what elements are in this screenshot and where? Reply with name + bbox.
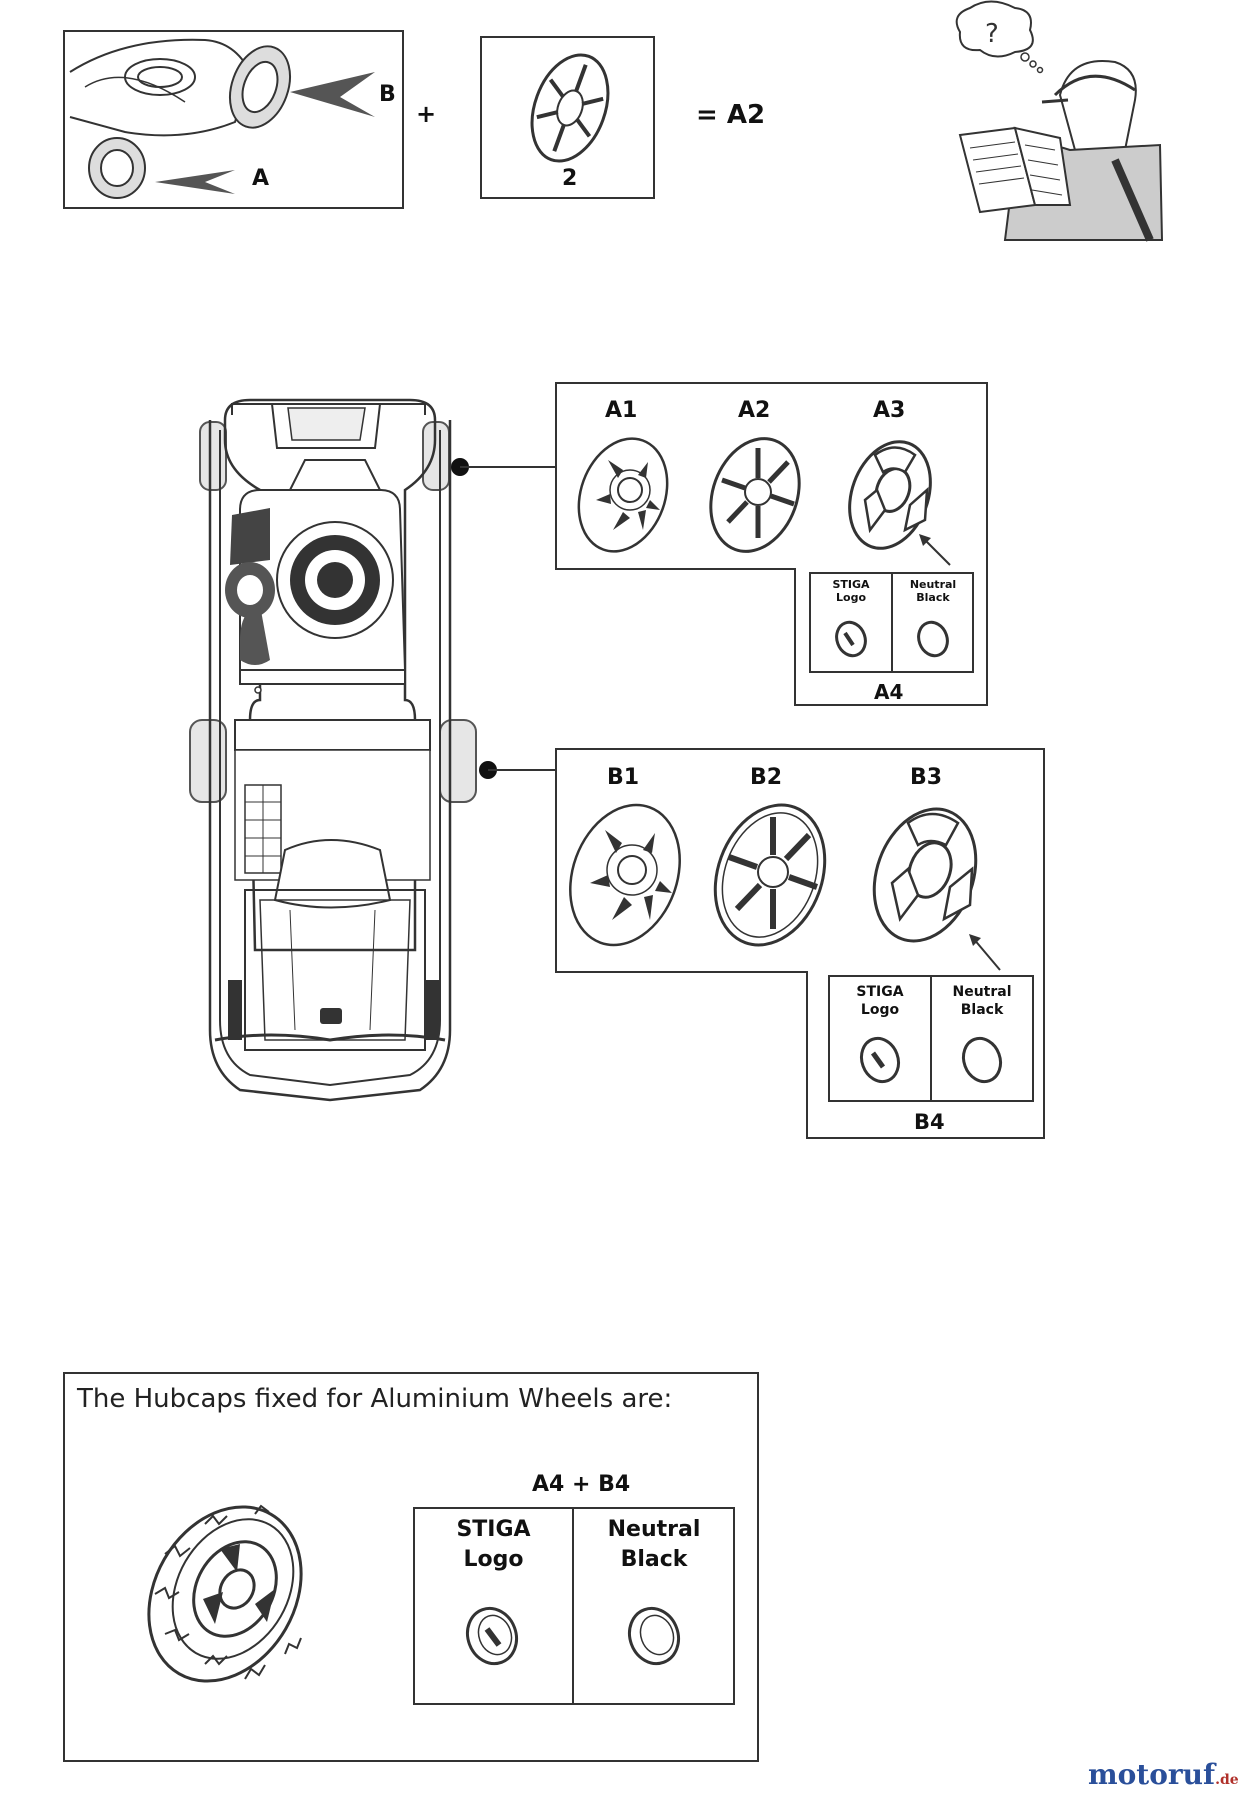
al-option-neutral-line2: Black (620, 1547, 688, 1572)
al-option-stiga-line1: STIGA (456, 1517, 531, 1542)
front-left-wheel (199, 421, 227, 491)
hubcap-part-box: 2 (480, 36, 655, 199)
label-b3: B3 (910, 765, 943, 790)
label-b4: B4 (914, 1110, 945, 1134)
label-a1: A1 (605, 398, 638, 423)
rear-leader-line (479, 761, 556, 779)
al-option-stiga-line2: Logo (463, 1547, 524, 1572)
b4-option-stiga-line1: STIGA (856, 984, 904, 1000)
aluminium-wheel-illustration (147, 1504, 303, 1683)
mower-top-view (189, 398, 477, 1102)
aluminium-box-title: The Hubcaps fixed for Aluminium Wheels a… (77, 1384, 673, 1414)
label-b1: B1 (607, 765, 640, 790)
combo-label: A4 + B4 (532, 1472, 631, 1497)
label-a4: A4 (874, 680, 904, 704)
label-b: B (379, 82, 396, 107)
label-a3: A3 (873, 398, 906, 423)
a4-option-stiga-line1: STIGA (832, 578, 870, 591)
al-neutral-cap-icon (627, 1606, 681, 1666)
rear-group-outline (555, 748, 1045, 1139)
aluminium-wheels-box: The Hubcaps fixed for Aluminium Wheels a… (63, 1372, 759, 1762)
result-label: = A2 (696, 100, 766, 130)
b4-option-neutral-line2: Black (960, 1002, 1004, 1018)
b4-option-neutral-line1: Neutral (952, 984, 1012, 1000)
al-stiga-cap-icon (465, 1606, 519, 1666)
front-leader-line (451, 458, 557, 476)
thought-question-mark: ? (985, 19, 999, 49)
hubcap-icon (530, 53, 610, 163)
a4-option-stiga-line2: Logo (836, 591, 866, 604)
b4-options-table: STIGA Logo Neutral Black (828, 975, 1034, 1102)
hubcap-a3-icon (848, 440, 932, 550)
label-a2: A2 (738, 398, 771, 423)
part-number: 2 (562, 166, 578, 191)
a4-stiga-cap-icon (835, 620, 867, 658)
a3-arrow (919, 534, 951, 566)
hubcap-b2-icon (713, 803, 827, 947)
a4-option-neutral-line1: Neutral (909, 578, 957, 591)
hubcap-b3-icon (872, 807, 978, 943)
b3-arrow (969, 934, 1001, 971)
rear-left-wheel (189, 719, 227, 803)
watermark-tld: .de (1215, 1772, 1239, 1788)
hubcap-a1-icon (577, 437, 669, 553)
hubcap-b1-icon (569, 803, 681, 947)
label-b2: B2 (750, 765, 783, 790)
a4-options-table: STIGA Logo Neutral Black (809, 572, 974, 673)
aluminium-options-table: STIGA Logo Neutral Black (413, 1507, 735, 1705)
a4-option-neutral-line2: Black (916, 591, 950, 604)
front-group-outline (555, 382, 988, 706)
b4-option-stiga-line2: Logo (860, 1002, 900, 1018)
plus-sign: + (416, 100, 437, 128)
watermark-brand: motoruf (1088, 1758, 1216, 1791)
wheel-location-box: B A (63, 30, 404, 209)
a4-neutral-cap-icon (917, 620, 949, 658)
rear-right-wheel (439, 719, 477, 803)
hubcap-a2-icon (709, 437, 801, 553)
mower-wheels-sketch (69, 38, 375, 199)
al-option-neutral-line1: Neutral (607, 1517, 701, 1542)
watermark-logo: motoruf.de (1088, 1758, 1239, 1791)
b4-stiga-cap-icon (859, 1036, 901, 1084)
b4-neutral-cap-icon (961, 1036, 1003, 1084)
reader-illustration: ? (955, 0, 1164, 242)
label-a: A (252, 166, 270, 191)
